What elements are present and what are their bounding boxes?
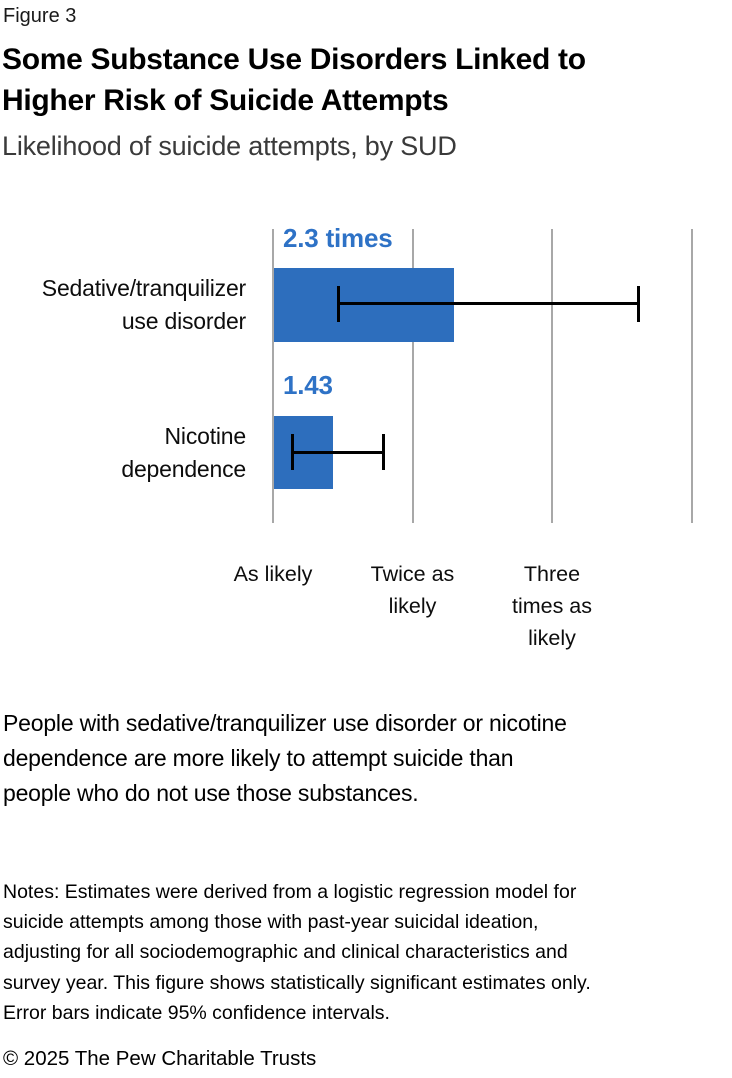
chart-subtitle: Likelihood of suicide attempts, by SUD bbox=[2, 131, 457, 161]
error-bar-cap-left bbox=[337, 286, 341, 322]
error-bar-cap-right bbox=[636, 286, 640, 322]
error-bar-cap-left bbox=[291, 434, 295, 470]
x-tick-twice-as-likely: Twice as likely bbox=[370, 562, 455, 618]
gridline bbox=[690, 229, 693, 523]
gridline bbox=[272, 229, 274, 523]
value-label-nicotine: 1.43 bbox=[283, 370, 333, 400]
x-tick-as-likely: As likely bbox=[233, 562, 313, 586]
chart-title: Some Substance Use Disorders Linked to H… bbox=[2, 43, 586, 117]
chart-notes: Notes: Estimates were derived from a log… bbox=[3, 881, 591, 1024]
category-label-nicotine: Nicotine dependence bbox=[121, 423, 246, 482]
chart-annotation: People with sedative/tranquilizer use di… bbox=[3, 710, 567, 806]
gridline bbox=[551, 229, 553, 523]
figure-label: Figure 3 bbox=[3, 5, 77, 27]
value-label-sedative: 2.3 times bbox=[283, 223, 393, 253]
error-bar-line bbox=[338, 302, 639, 305]
x-tick-three-times-as-likely: Three times as likely bbox=[511, 562, 593, 650]
gridline bbox=[411, 229, 414, 523]
error-bar-cap-right bbox=[381, 434, 385, 470]
error-bar-line bbox=[292, 451, 384, 454]
copyright: © 2025 The Pew Charitable Trusts bbox=[3, 1047, 317, 1070]
category-label-sedative: Sedative/tranquilizer use disorder bbox=[41, 275, 246, 334]
bar-sedative bbox=[274, 268, 455, 342]
